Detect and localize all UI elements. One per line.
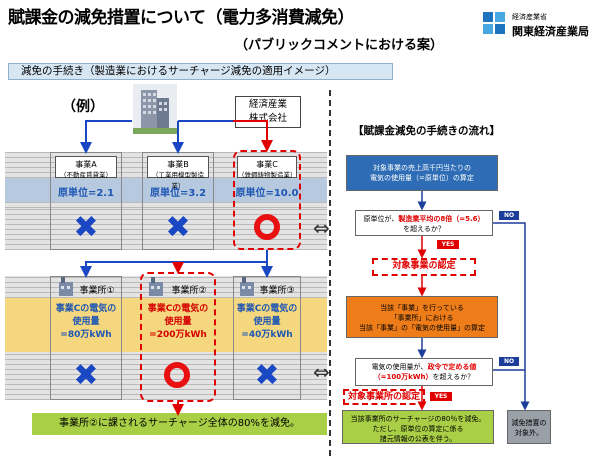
site-1-usage: 事業Cの電気の 使用量 =80万kWh (50, 303, 122, 342)
page-subtitle: （パブリックコメントにおける案） (235, 38, 444, 53)
business-a-value: 原単位=2.1 (57, 188, 115, 199)
flow-result-ok-line3: 諸元情報の公表を伴う。 (379, 435, 457, 443)
factory-icon (240, 277, 254, 296)
flow-q1-prefix: 原単位が、 (363, 215, 399, 223)
site-3-usage-line3: =40万kWh (241, 330, 293, 340)
flow-question1-box: 原単位が、製造業平均の8倍（=5.6） を超えるか？ (355, 210, 493, 236)
site-2-usage-line3: =200万kWh (149, 330, 207, 340)
business-a-type: （不動産賃貸業） (60, 171, 112, 179)
logo-ministry: 経済産業省 (512, 13, 547, 21)
flow-title: 【賦課金減免の手続きの流れ】 (353, 125, 500, 137)
business-a-header: 事業A （不動産賃貸業） (55, 156, 117, 179)
flow-result-ok-line2: ただし、原単位の算定に係る (372, 425, 464, 433)
site-2-usage: 事業Cの電気の 使用量 =200万kWh (140, 303, 216, 342)
site-3-rejected-icon: ✖ (254, 358, 280, 393)
site-value-band (5, 298, 327, 352)
business-c-name: 事業C (256, 160, 278, 169)
site-3-usage: 事業Cの電気の 使用量 =40万kWh (233, 303, 301, 342)
meti-logo-icon (483, 12, 505, 34)
flow-q2-line2-highlight: （=100万kWh） (373, 373, 433, 381)
flow-step1-box: 対象事業の売上高千円当たりの 電気の使用量（=原単位）の算定 (346, 155, 498, 191)
double-arrow-icon: ⇔ (313, 360, 330, 384)
site-2-usage-line2: 使用量 (164, 317, 192, 327)
double-arrow-icon: ⇔ (313, 216, 330, 240)
flow-step2-line1: 当該「事業」を行っている (380, 304, 464, 312)
site-3-name: 事業所③ (259, 286, 295, 296)
logo-bureau: 関東経済産業局 (512, 25, 589, 38)
flow-step1-line1: 対象事業の売上高千円当たりの (373, 164, 471, 172)
flow-q1-highlight: 製造業平均の8倍（=5.6） (398, 215, 485, 223)
company-name-line1: 経済産業 (248, 99, 287, 110)
example-label: （例） (62, 99, 104, 115)
business-value-band (5, 178, 327, 202)
flow-step1-line2: 電気の使用量（=原単位）の算定 (370, 174, 474, 182)
business-a-rejected-icon: ✖ (73, 210, 99, 245)
business-b-type: （工業用模型製造業） (152, 171, 204, 190)
site-2-approved-icon (164, 362, 190, 388)
flow-result-ng-line2: 対象外。 (515, 429, 543, 437)
bottom-result-note: 事業所②に課されるサーチャージ全体の80%を減免。 (32, 413, 327, 435)
flow-yes2-badge: YES (430, 392, 452, 401)
flow-step2-box: 当該「事業」を行っている 「事業所」における 当該「事業」の「電気の使用量」の算… (346, 296, 498, 338)
site-1-usage-line2: 使用量 (72, 317, 100, 327)
flow-q1-suffix: を超えるか？ (403, 225, 445, 233)
site-3-usage-line1: 事業Cの電気の (236, 304, 298, 314)
office-building-icon (133, 84, 177, 134)
site-1-name: 事業所① (79, 286, 115, 296)
business-b-value: 原単位=3.2 (149, 188, 207, 199)
flow-yes1-badge: YES (437, 240, 459, 249)
site-3-usage-line2: 使用量 (253, 317, 281, 327)
site-1-rejected-icon: ✖ (73, 358, 99, 393)
flow-cert1-label: 対象事業の認定 (372, 258, 476, 276)
site-1-usage-line3: =80万kWh (60, 330, 112, 340)
section-divider (329, 90, 331, 456)
procedure-banner: 減免の手続き（製造業におけるサーチャージ減免の適用イメージ） (8, 63, 393, 80)
flow-result-ng-line1: 減免措置の (511, 419, 547, 427)
flow-q2-prefix: 電気の使用量が、 (371, 363, 428, 371)
business-c-approved-icon (254, 214, 280, 240)
business-c-header: 事業C （鉄鋼鋳物製造業） (237, 156, 297, 179)
flow-q2-line2-suffix: を超えるか？ (432, 373, 475, 381)
flow-result-ok-box: 当該事業所のサーチャージの80％を減免。 ただし、原単位の算定に係る 諸元情報の… (342, 410, 494, 444)
flow-q2-highlight: 政令で定める値 (427, 363, 477, 371)
flow-step2-line2: 「事業所」における (390, 314, 454, 322)
business-b-header: 事業B （工業用模型製造業） (147, 156, 209, 190)
business-b-rejected-icon: ✖ (165, 210, 191, 245)
flow-cert2-label: 対象事業所の認定 (343, 389, 425, 405)
flow-result-ng-box: 減免措置の 対象外。 (507, 410, 551, 444)
business-c-type: （鉄鋼鋳物製造業） (238, 171, 297, 179)
flow-no1-badge: NO (499, 211, 519, 220)
flow-question2-box: 電気の使用量が、政令で定める値 （=100万kWh）を超えるか？ (355, 358, 493, 386)
flow-no2-badge: NO (499, 357, 519, 366)
factory-icon (149, 277, 163, 296)
flow-step2-line3: 当該「事業」の「電気の使用量」の算定 (359, 324, 485, 332)
factory-icon (59, 277, 73, 296)
company-name-line2: 株式会社 (248, 113, 287, 124)
business-c-value: 原単位=10.0 (235, 188, 299, 199)
page-title: 賦課金の減免措置について（電力多消費減免） (8, 8, 355, 28)
flow-result-ok-line1: 当該事業所のサーチャージの80％を減免。 (350, 415, 486, 423)
business-a-name: 事業A (75, 160, 97, 169)
site-2-name: 事業所② (171, 286, 207, 296)
site-2-usage-line1: 事業Cの電気の (147, 304, 209, 314)
business-b-name: 事業B (167, 160, 189, 169)
site-1-usage-line1: 事業Cの電気の (55, 304, 117, 314)
